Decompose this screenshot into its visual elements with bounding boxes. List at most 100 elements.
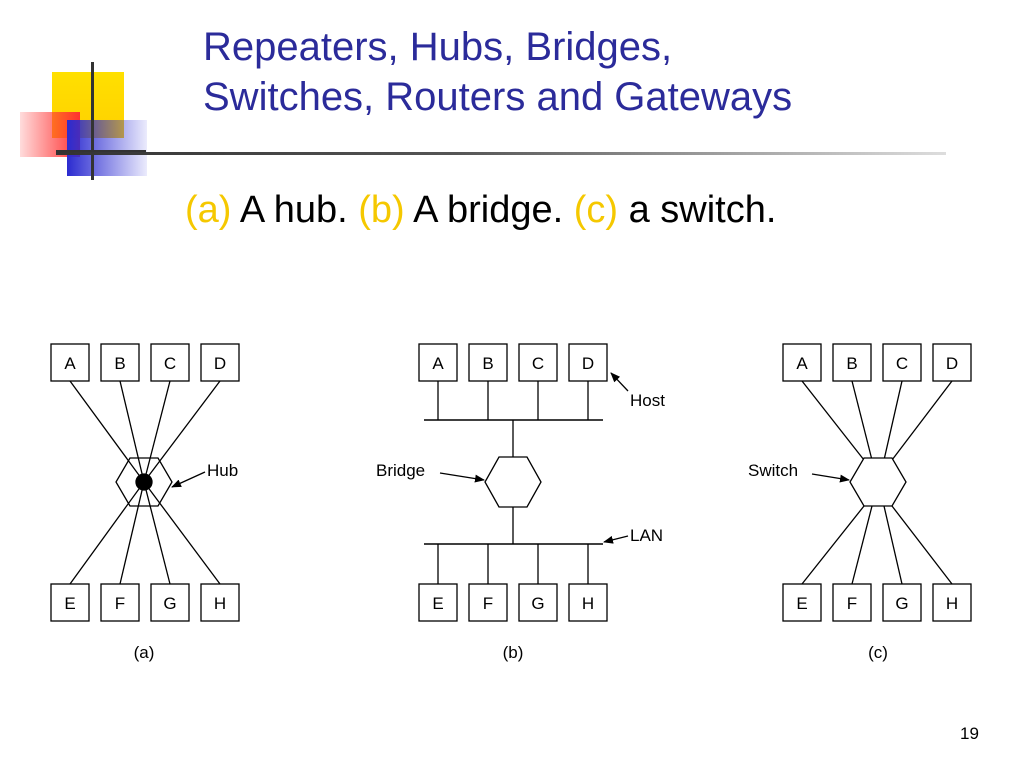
bridge-label-arrow — [439, 472, 485, 483]
hub-diagram — [50, 343, 240, 622]
page-number: 19 — [960, 724, 979, 743]
slide-title: Repeaters, Hubs, Bridges, Switches, Rout… — [203, 22, 792, 122]
host-annotation: Host — [630, 391, 665, 410]
host-a-box — [418, 343, 458, 382]
link-a-switch — [801, 380, 865, 461]
link-e-hub — [69, 481, 145, 585]
host-label: H — [946, 594, 958, 613]
link-a-hub — [69, 380, 145, 483]
logo-vertical-line — [91, 62, 94, 180]
host-label: E — [432, 594, 443, 613]
host-label: B — [846, 354, 857, 373]
host-c-box — [882, 343, 922, 382]
bridge-label: Bridge — [376, 461, 425, 480]
hub-label-arrow — [171, 471, 206, 488]
link-d-hub — [143, 380, 221, 483]
host-d-box — [568, 343, 608, 382]
hub-hexagon — [115, 457, 173, 507]
host-label: G — [895, 594, 908, 613]
link-f-switch — [851, 505, 873, 585]
host-g-box — [150, 583, 190, 622]
host-label: B — [114, 354, 125, 373]
host-label: E — [64, 594, 75, 613]
host-label: E — [796, 594, 807, 613]
switch-label-arrow — [811, 473, 850, 483]
host-label: D — [214, 354, 226, 373]
host-h-box — [932, 583, 972, 622]
subtitle-text-a: A hub. — [231, 189, 359, 231]
host-f-box — [832, 583, 872, 622]
host-e-box — [50, 583, 90, 622]
link-b-hub — [119, 380, 145, 483]
link-b-switch — [851, 380, 873, 461]
host-label: A — [64, 354, 76, 373]
caption-a: (a) — [134, 643, 155, 662]
subtitle-text-c: a switch. — [618, 189, 777, 231]
host-b-box — [100, 343, 140, 382]
host-b-box — [468, 343, 508, 382]
logo-horizontal-line — [56, 150, 146, 153]
host-label: H — [582, 594, 594, 613]
subtitle-tag-c: (c) — [573, 189, 619, 231]
caption-c: (c) — [868, 643, 888, 662]
switch-label: Switch — [748, 461, 798, 480]
host-c-box — [518, 343, 558, 382]
host-label-arrow — [610, 372, 629, 392]
subtitle-text-b: A bridge. — [404, 189, 574, 231]
host-label: G — [163, 594, 176, 613]
host-label: H — [214, 594, 226, 613]
logo-blue-square — [67, 120, 147, 176]
host-a-box — [50, 343, 90, 382]
link-d-switch — [891, 380, 953, 461]
host-e-box — [418, 583, 458, 622]
hub-label: Hub — [207, 461, 238, 480]
host-label: A — [796, 354, 808, 373]
link-g-switch — [883, 505, 903, 585]
host-h-box — [200, 583, 240, 622]
host-label: B — [482, 354, 493, 373]
link-c-hub — [143, 380, 171, 483]
link-g-hub — [143, 481, 171, 585]
lan-label-arrow — [603, 535, 629, 544]
host-d-box — [200, 343, 240, 382]
host-label: C — [164, 354, 176, 373]
bridge-diagram — [418, 343, 629, 622]
switch-hexagon — [849, 457, 907, 507]
lan-label: LAN — [630, 526, 663, 545]
link-f-hub — [119, 481, 145, 585]
slide-subtitle: (a) A hub. (b) A bridge. (c) a switch. — [185, 186, 776, 234]
title-underline — [56, 152, 946, 155]
host-label: D — [946, 354, 958, 373]
subtitle-tag-b: (b) — [358, 189, 405, 231]
caption-b: (b) — [503, 643, 524, 662]
host-h-box — [568, 583, 608, 622]
hub-center-dot — [135, 473, 153, 491]
host-label: F — [847, 594, 857, 613]
host-label: D — [582, 354, 594, 373]
link-c-switch — [883, 380, 903, 461]
host-label: G — [531, 594, 544, 613]
host-b-box — [832, 343, 872, 382]
host-f-box — [468, 583, 508, 622]
host-label: F — [483, 594, 493, 613]
bridge-hexagon — [484, 456, 542, 508]
host-label: C — [532, 354, 544, 373]
host-label: C — [896, 354, 908, 373]
host-g-box — [518, 583, 558, 622]
host-a-box — [782, 343, 822, 382]
host-d-box — [932, 343, 972, 382]
slide-logo — [0, 0, 200, 200]
title-line-1: Repeaters, Hubs, Bridges, — [203, 25, 673, 69]
link-e-switch — [801, 505, 865, 585]
host-f-box — [100, 583, 140, 622]
host-label: A — [432, 354, 444, 373]
host-e-box — [782, 583, 822, 622]
switch-diagram — [782, 343, 972, 622]
host-label: F — [115, 594, 125, 613]
link-h-hub — [143, 481, 221, 585]
host-g-box — [882, 583, 922, 622]
host-c-box — [150, 343, 190, 382]
subtitle-tag-a: (a) — [185, 189, 232, 231]
title-line-2: Switches, Routers and Gateways — [203, 75, 793, 119]
